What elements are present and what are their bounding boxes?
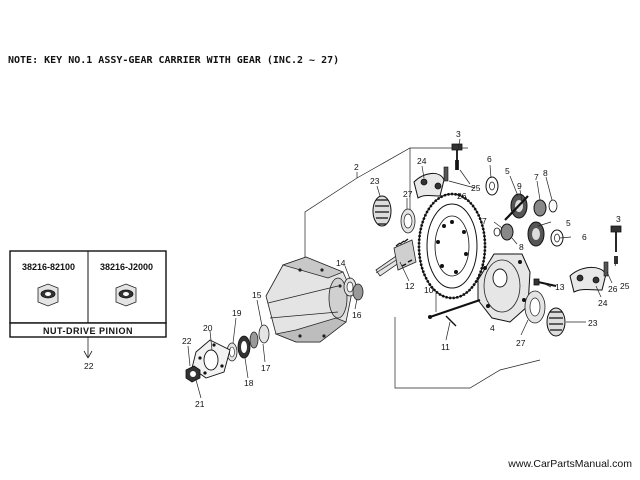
nut-a-icon [37, 283, 59, 307]
callout-21: 21 [195, 399, 205, 409]
callout-23-upper: 23 [370, 176, 380, 186]
differential-gears [485, 176, 564, 247]
callout-numbers: 2 3 3 4 5 5 6 6 7 7 8 8 9 10 11 12 13 14… [182, 129, 630, 409]
case-pin [428, 298, 481, 319]
callout-6-upper: 6 [487, 154, 492, 164]
callout-leaders [187, 138, 618, 399]
callout-26-upper: 26 [457, 191, 467, 201]
callout-25-upper: 25 [471, 183, 481, 193]
nut-part-number-a: 38216-82100 [22, 262, 75, 272]
callout-10: 10 [424, 285, 434, 295]
nut-box-caption: NUT-DRIVE PINION [43, 326, 133, 336]
callout-22: 22 [182, 336, 192, 346]
callout-15: 15 [252, 290, 262, 300]
callout-3-upper: 3 [456, 129, 461, 139]
front-pinion-parts [185, 324, 270, 383]
note-text: NOTE: KEY NO.1 ASSY-GEAR CARRIER WITH GE… [8, 55, 339, 66]
callout-22-key: 22 [84, 361, 94, 371]
lock-pin [445, 315, 457, 327]
callout-24-upper: 24 [417, 156, 427, 166]
callout-20: 20 [203, 323, 213, 333]
website-credit: www.CarPartsManual.com [507, 458, 632, 470]
left-side-bearing [372, 143, 463, 234]
right-side-bearing [524, 225, 622, 337]
callout-26-lower: 26 [608, 284, 618, 294]
callout-17: 17 [261, 363, 271, 373]
callout-7-upper: 7 [534, 172, 539, 182]
pinion-bearings [343, 277, 364, 301]
callout-18: 18 [244, 378, 254, 388]
callout-27-lower: 27 [516, 338, 526, 348]
nut-part-number-b: 38216-J2000 [100, 262, 153, 272]
callout-24-lower: 24 [598, 298, 608, 308]
drive-pinion [375, 238, 417, 277]
callout-8-lower: 8 [519, 242, 524, 252]
callout-3-right: 3 [616, 214, 621, 224]
callout-11: 11 [441, 342, 450, 352]
callout-8-upper: 8 [543, 168, 548, 178]
pinion-mate-lower [500, 223, 514, 241]
callout-5-upper: 5 [505, 166, 510, 176]
callout-25-lower: 25 [620, 281, 630, 291]
callout-14: 14 [336, 258, 346, 268]
callout-23-lower: 23 [588, 318, 598, 328]
callout-27-upper: 27 [403, 189, 413, 199]
nut-drive-pinion-box: 38216-82100 38216-J2000 NUT-DRIVE PINION… [9, 250, 167, 371]
differential-case [477, 253, 531, 323]
callout-6-lower: 6 [582, 232, 587, 242]
callout-2: 2 [354, 162, 359, 172]
callout-13: 13 [555, 282, 565, 292]
callout-5-lower: 5 [566, 218, 571, 228]
callout-16: 16 [352, 310, 362, 320]
callout-4: 4 [490, 323, 495, 333]
callout-12: 12 [405, 281, 415, 291]
callout-9: 9 [517, 181, 522, 191]
gear-carrier-housing [265, 256, 353, 343]
side-gear-lower [527, 221, 545, 247]
callout-19: 19 [232, 308, 242, 318]
pinion-mate-upper [533, 199, 547, 217]
callout-7-lower: 7 [482, 216, 487, 226]
ring-gear [417, 192, 487, 300]
nut-b-icon [115, 283, 137, 307]
